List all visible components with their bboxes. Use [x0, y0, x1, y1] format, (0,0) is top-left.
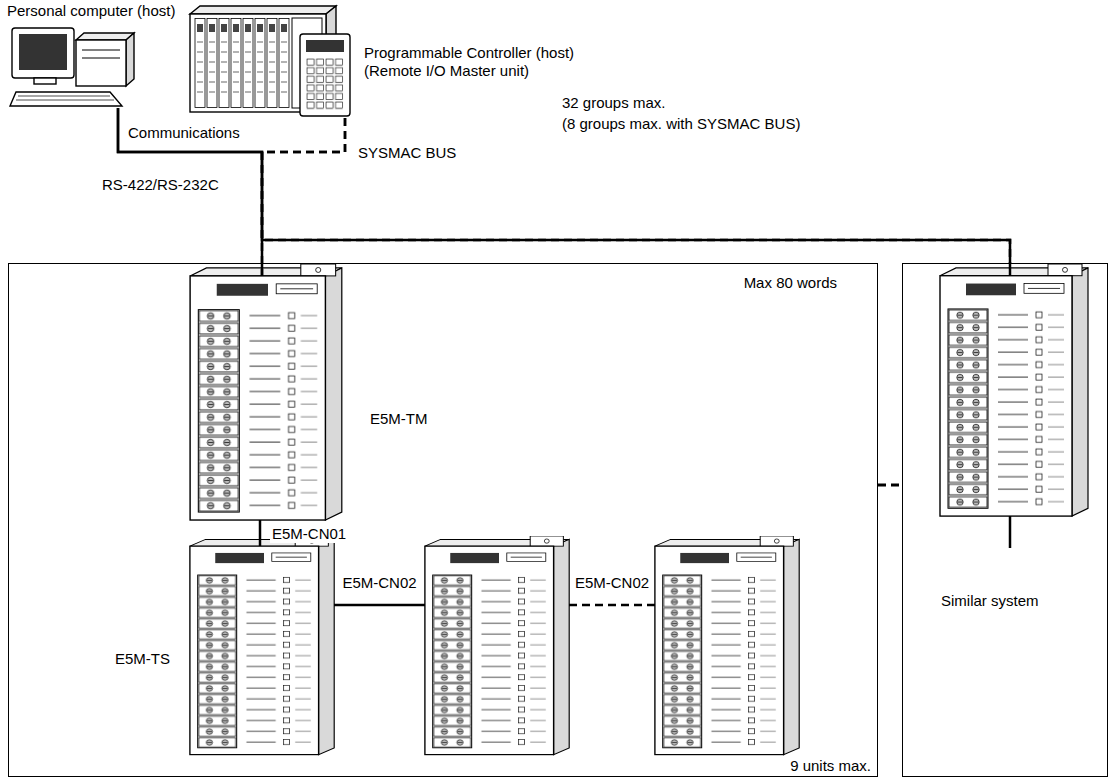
computer-drawing [12, 28, 74, 78]
cable-connector [259, 520, 262, 546]
controller-unit-drawing [190, 536, 334, 755]
computer-drawing [76, 40, 126, 86]
controller-unit-drawing [655, 536, 799, 755]
controller-drawing [190, 6, 336, 14]
controller-drawing [190, 6, 350, 116]
cable-label: E5M-CN01 [270, 525, 348, 543]
cable-lines [334, 263, 1010, 605]
note-text: 32 groups max. [560, 94, 667, 112]
computer-drawing [82, 58, 120, 59]
controller-unit-drawing [940, 264, 1088, 516]
node-label: Similar system [939, 592, 1041, 610]
cable-connector [878, 484, 902, 487]
interface-label: Communications [126, 124, 242, 142]
node-label: Programmable Controller (host) (Remote I… [362, 44, 606, 80]
cable-lines [569, 604, 655, 607]
cable-lines [1009, 516, 1012, 548]
computer-drawing [34, 78, 56, 84]
controller-unit-drawing [425, 536, 569, 755]
bus-label: SYSMAC BUS [356, 144, 458, 162]
node-label: E5M-TM [368, 410, 430, 428]
cable-label: E5M-CN02 [340, 574, 418, 592]
computer-drawing [19, 34, 67, 70]
controller-unit: E5M-TM [190, 276, 326, 520]
group-box: Similar system [902, 263, 1108, 777]
controller-drawing [194, 18, 290, 108]
cable-lines [1009, 263, 1012, 276]
interface-label: RS-422/RS-232C [100, 176, 221, 194]
cable-connector [118, 108, 1010, 263]
note-text: (8 groups max. with SYSMAC BUS) [560, 115, 802, 133]
computer-drawing [126, 33, 134, 86]
computer-drawing [10, 92, 122, 106]
node-label: Personal computer (host) [5, 2, 177, 20]
node-label: E5M-TS [113, 650, 172, 668]
controller-unit: E5M-TS [190, 546, 319, 754]
cable-label: E5M-CN02 [573, 574, 651, 592]
computer-node: Personal computer (host) [10, 26, 134, 108]
computer-drawing [16, 100, 114, 101]
controller-drawing [306, 40, 344, 52]
unit-group-box: Max 80 words 9 units max. E5M-TM E5M-TS [8, 263, 878, 777]
computer-drawing [82, 50, 120, 51]
computer-drawing [76, 33, 134, 40]
node-label: Max 80 words [742, 274, 839, 292]
computer-drawing [18, 96, 110, 97]
cable-connector [262, 118, 345, 276]
computer-drawing [10, 28, 134, 106]
cable-lines [334, 604, 425, 607]
node-label: 9 units max. [788, 757, 873, 775]
controller-unit-drawing [190, 264, 342, 520]
controller-node: Programmable Controller (host) (Remote I… [188, 4, 352, 118]
controller-drawing [300, 34, 350, 116]
temperature-controller-units [190, 264, 1088, 755]
controller-drawing [306, 58, 344, 110]
